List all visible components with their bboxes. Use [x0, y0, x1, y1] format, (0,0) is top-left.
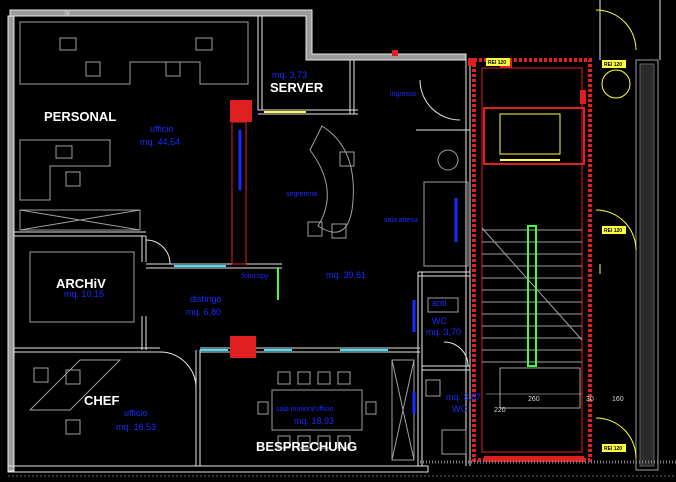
label-ingresso: ingresso: [390, 91, 417, 98]
furniture: [19, 21, 469, 461]
room-area-wc1: mq. 3,70: [426, 327, 461, 337]
room-use-chef: ufficio: [124, 408, 147, 418]
dimensions: 260 30 160 220: [486, 393, 624, 414]
dim-30: 30: [586, 396, 594, 403]
room-area-archiv: mq. 10,15: [64, 289, 104, 299]
room-area-personal: mq. 44,54: [140, 137, 180, 147]
dim-220: 220: [494, 407, 506, 414]
room-name-besprechung: BESPRECHUNG: [256, 439, 357, 454]
room-use-personal: ufficio: [150, 124, 173, 134]
room-use-disbrigo: disbrigo: [190, 294, 222, 304]
room-name-archiv: ARCHiV: [56, 276, 106, 291]
rei-tag-stair: REI 120: [488, 60, 506, 66]
room-name-personal: PERSONAL: [44, 109, 116, 124]
room-area-server: mq. 3,73: [272, 70, 307, 80]
label-antibagno: anti: [432, 298, 447, 308]
room-use-wc2: WC: [452, 404, 467, 414]
yellow-doors: [595, 9, 637, 459]
label-segreteria: segreteria: [286, 191, 317, 198]
rei-tags: REI 120 REI 120 REI 120 REI 120: [486, 58, 626, 452]
room-name-chef: CHEF: [84, 393, 119, 408]
room-area-wc2: mq. 3,87: [446, 392, 481, 402]
right-corridor: [599, 0, 661, 471]
room-area-besprechung: mq. 18,93: [294, 416, 334, 426]
label-sala-attesa: sala attesa: [384, 217, 418, 224]
rei-tag-low: REI 120: [604, 446, 622, 452]
rei-tag-top: REI 120: [604, 62, 622, 68]
room-area-disbrigo: mq. 6,80: [186, 307, 221, 317]
room-labels: PERSONAL ufficio mq. 44,54 mq. 3,73 SERV…: [44, 11, 481, 454]
dim-260: 260: [528, 396, 540, 403]
room-name-server: SERVER: [270, 80, 324, 95]
rei-tag-mid: REI 120: [604, 228, 622, 234]
stairwell: [472, 58, 592, 462]
room-area-chef: mq. 16,53: [116, 422, 156, 432]
openings: [174, 111, 560, 414]
room-use-besprechung: sala riunioni/ufficio: [276, 406, 334, 413]
room-use-wc1: WC: [432, 316, 447, 326]
room-area-open: mq. 39,61: [326, 270, 366, 280]
door-swings: [145, 79, 469, 389]
label-fotocopy: fotocopy: [242, 273, 269, 280]
top-code: 3L: [64, 11, 72, 18]
dim-160: 160: [612, 396, 624, 403]
